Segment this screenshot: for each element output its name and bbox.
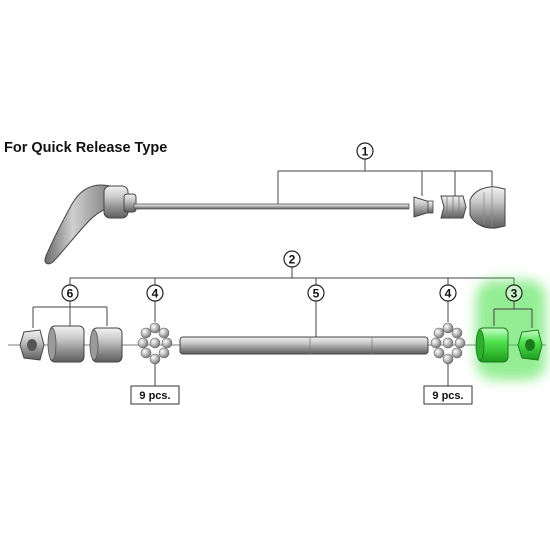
callout-4-left: 4 (146, 284, 164, 302)
qty-label-left: 9 pcs. (130, 385, 180, 405)
left-spacer (47, 325, 85, 363)
svg-text:1: 1 (362, 145, 369, 159)
callout-1: 1 (356, 142, 374, 160)
skewer-spring-large (440, 195, 467, 219)
callout-5: 5 (307, 284, 325, 302)
callout-2: 2 (283, 250, 301, 268)
left-cone (89, 327, 123, 363)
svg-text:6: 6 (67, 287, 74, 301)
svg-text:4: 4 (445, 287, 452, 301)
svg-text:9 pcs.: 9 pcs. (432, 390, 463, 402)
callout-6-lines (32, 301, 108, 328)
skewer-callout-lines (277, 159, 493, 206)
svg-text:5: 5 (313, 287, 320, 301)
callout-3: 3 (505, 284, 523, 302)
qty-label-right: 9 pcs. (423, 385, 473, 405)
axle-assembly-callout-lines (69, 267, 515, 285)
left-locknut (19, 329, 45, 361)
callout-6: 6 (61, 284, 79, 302)
svg-text:2: 2 (289, 253, 296, 267)
right-ball-bearings (430, 322, 466, 365)
right-cone-highlighted (475, 327, 509, 363)
svg-text:9 pcs.: 9 pcs. (139, 390, 170, 402)
skewer-spring-small (413, 196, 434, 218)
diagram-title: For Quick Release Type (4, 140, 168, 156)
right-locknut-highlighted (517, 329, 543, 361)
skewer-rod (133, 203, 410, 210)
svg-text:3: 3 (511, 287, 518, 301)
skewer-adjusting-nut (469, 186, 506, 229)
hub-axle (179, 336, 429, 355)
quick-release-lever (44, 184, 137, 265)
left-ball-bearings (137, 322, 173, 365)
callout-4-right: 4 (439, 284, 457, 302)
svg-text:4: 4 (152, 287, 159, 301)
callout-3-lines (493, 301, 533, 328)
